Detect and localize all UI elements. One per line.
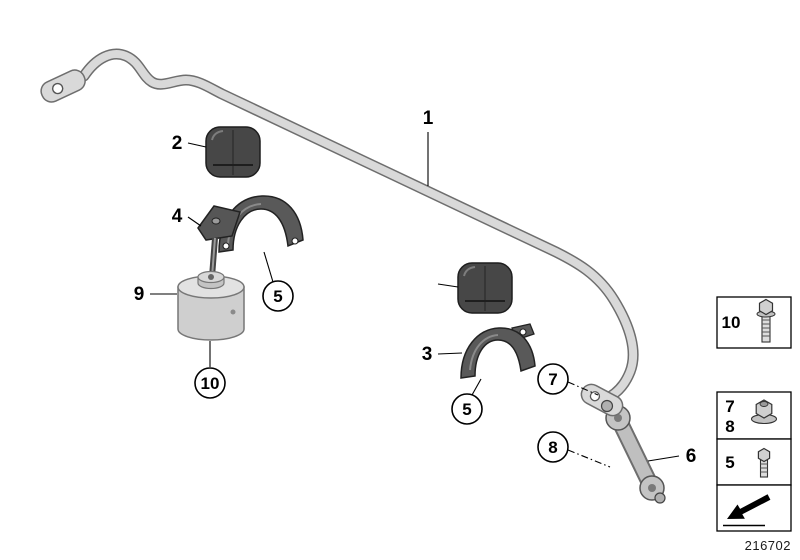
callout-10-label[interactable]: 10 (201, 374, 220, 393)
figure-number: 216702 (745, 538, 791, 553)
callout-2-lower[interactable] (437, 283, 459, 288)
callout-5-lower[interactable]: 5 (451, 378, 483, 425)
support-bracket-lower (460, 323, 536, 379)
callout-7-label[interactable]: 7 (548, 370, 557, 389)
callout-1[interactable]: 1 (423, 108, 434, 186)
callout-6-label[interactable]: 6 (686, 446, 697, 467)
link-upper-stud (600, 399, 614, 413)
callout-4[interactable]: 4 (172, 206, 202, 227)
callout-8-label[interactable]: 8 (548, 438, 557, 457)
legend-box-screw-5[interactable]: 5 (716, 438, 792, 486)
callout-6[interactable]: 6 (647, 446, 697, 467)
callout-8[interactable]: 8 (537, 431, 611, 468)
legend-nut7-label: 7 (725, 397, 734, 416)
callout-3-label[interactable]: 3 (422, 344, 433, 365)
flange-nut-icon (750, 399, 778, 425)
holder-bracket (197, 205, 241, 278)
legend-nut8-label: 8 (725, 417, 734, 436)
callout-4-label[interactable]: 4 (172, 206, 183, 227)
callout-7[interactable]: 7 (537, 363, 599, 396)
callout-10[interactable]: 10 (194, 341, 226, 399)
rubber-mount-lower (457, 262, 513, 314)
legend-screw-label: 5 (725, 453, 734, 472)
adapter-cylinder (177, 270, 245, 341)
legend-box-direction[interactable] (716, 484, 792, 532)
legend-box-nuts-7-8[interactable]: 7 8 (716, 391, 792, 440)
direction-arrow-icon (723, 494, 771, 527)
stabilizer-bar-drawing (40, 48, 639, 406)
hex-bolt-icon (756, 298, 776, 343)
callout-3[interactable]: 3 (422, 344, 463, 365)
callout-1-label[interactable]: 1 (423, 108, 434, 129)
callout-5-lower-label[interactable]: 5 (462, 400, 471, 419)
swing-support-link (605, 405, 666, 504)
callout-9-label[interactable]: 9 (134, 284, 145, 305)
callout-2-upper[interactable]: 2 (172, 133, 207, 154)
callout-5-upper[interactable]: 5 (262, 251, 294, 312)
callout-2-upper-label[interactable]: 2 (172, 133, 183, 154)
bar-eye-left (40, 69, 86, 103)
rubber-mount-upper (205, 126, 261, 178)
legend-bolt-label: 10 (722, 313, 741, 332)
link-lower-stud (654, 492, 666, 504)
callout-9[interactable]: 9 (134, 284, 177, 305)
hex-screw-icon (757, 447, 771, 478)
callout-5-upper-label[interactable]: 5 (273, 287, 282, 306)
legend-box-bolt-10[interactable]: 10 (716, 296, 792, 349)
